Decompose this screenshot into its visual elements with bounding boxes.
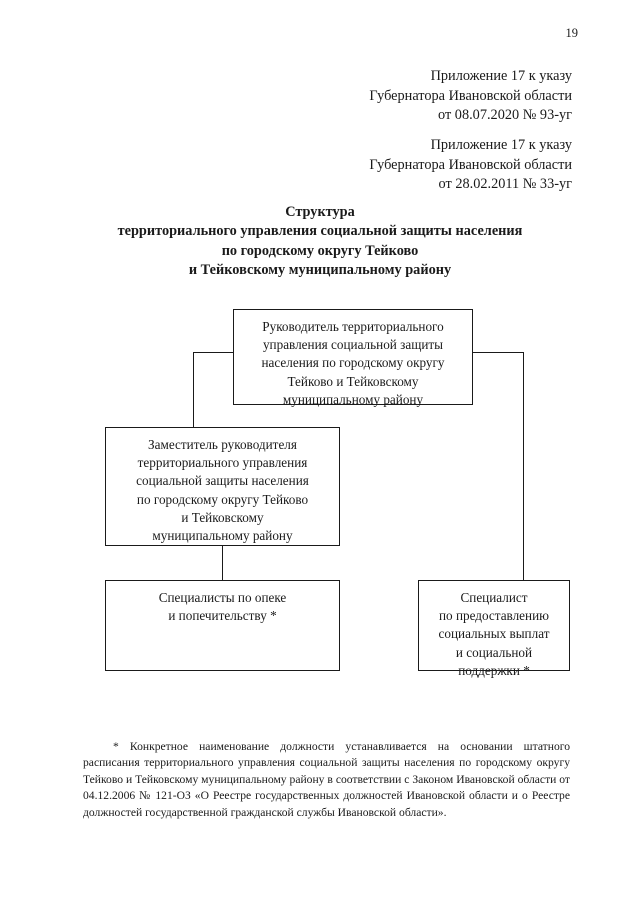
connector-deputy-to-guardianship	[222, 545, 224, 581]
org-node-deputy-line-6: муниципальному району	[152, 528, 293, 544]
connector-head-to-deputy-vertical	[193, 352, 195, 428]
appendix-reference-2: Приложение 17 к указу Губернатора Иванов…	[369, 136, 572, 195]
org-node-payments-line-3: социальных выплат	[438, 626, 550, 642]
title-line-2: территориального управления социальной з…	[117, 223, 523, 240]
org-node-head-line-2: управления социальной защиты	[262, 337, 444, 353]
appendix-2-line-2: Губернатора Ивановской области	[369, 156, 572, 173]
org-node-deputy-line-5: и Тейковскому	[181, 509, 264, 525]
appendix-2-line-3: от 28.02.2011 № 33-уг	[438, 176, 572, 192]
appendix-1-line-2: Губернатора Ивановской области	[369, 87, 572, 104]
footnote-text: * Конкретное наименование должности уста…	[83, 740, 570, 819]
page-number: 19	[565, 26, 579, 40]
appendix-1-line-1: Приложение 17 к указу	[430, 68, 572, 84]
org-node-guardianship-line-2: и попечительству *	[168, 608, 277, 624]
title-line-1: Структура	[285, 204, 355, 220]
org-node-deputy: Заместитель руководителя территориальног…	[105, 427, 340, 546]
org-node-head-line-3: населения по городскому округу	[261, 355, 445, 371]
connector-head-to-payments-vertical	[523, 352, 525, 581]
org-node-head-line-5: муниципальному району	[282, 391, 424, 407]
org-node-deputy-line-3: социальной защиты населения	[136, 473, 309, 489]
org-node-deputy-line-1: Заместитель руководителя	[148, 437, 297, 452]
org-node-payments-line-5: поддержки *	[458, 662, 530, 678]
title-line-4: и Тейковскому муниципальному району	[188, 262, 452, 279]
appendix-2-line-1: Приложение 17 к указу	[430, 137, 572, 153]
org-node-guardianship-specialists: Специалисты по опеке и попечительству *	[105, 580, 340, 671]
connector-head-to-payments-horizontal	[472, 352, 524, 354]
org-node-head-line-1: Руководитель территориального	[262, 319, 444, 334]
org-node-guardianship-line-1: Специалисты по опеке	[158, 590, 287, 605]
org-node-deputy-line-4: по городскому округу Тейково	[136, 491, 309, 507]
org-node-payments-line-1: Специалист	[460, 590, 528, 605]
title-line-3: по городскому округу Тейково	[221, 242, 419, 259]
org-node-head-line-4: Тейково и Тейковскому	[287, 373, 419, 389]
appendix-1-line-3: от 08.07.2020 № 93-уг	[438, 107, 572, 123]
org-node-deputy-line-2: территориального управления	[137, 455, 308, 471]
connector-head-to-deputy-horizontal	[193, 352, 234, 354]
org-node-payments-line-2: по предоставлению	[439, 608, 549, 624]
org-node-payments-specialist: Специалист по предоставлению социальных …	[418, 580, 570, 678]
appendix-reference-1: Приложение 17 к указу Губернатора Иванов…	[369, 67, 572, 126]
org-node-payments-line-4: и социальной	[455, 644, 533, 660]
org-node-head: Руководитель территориального управления…	[233, 309, 473, 407]
page-title: Структура территориального управления со…	[0, 203, 640, 281]
